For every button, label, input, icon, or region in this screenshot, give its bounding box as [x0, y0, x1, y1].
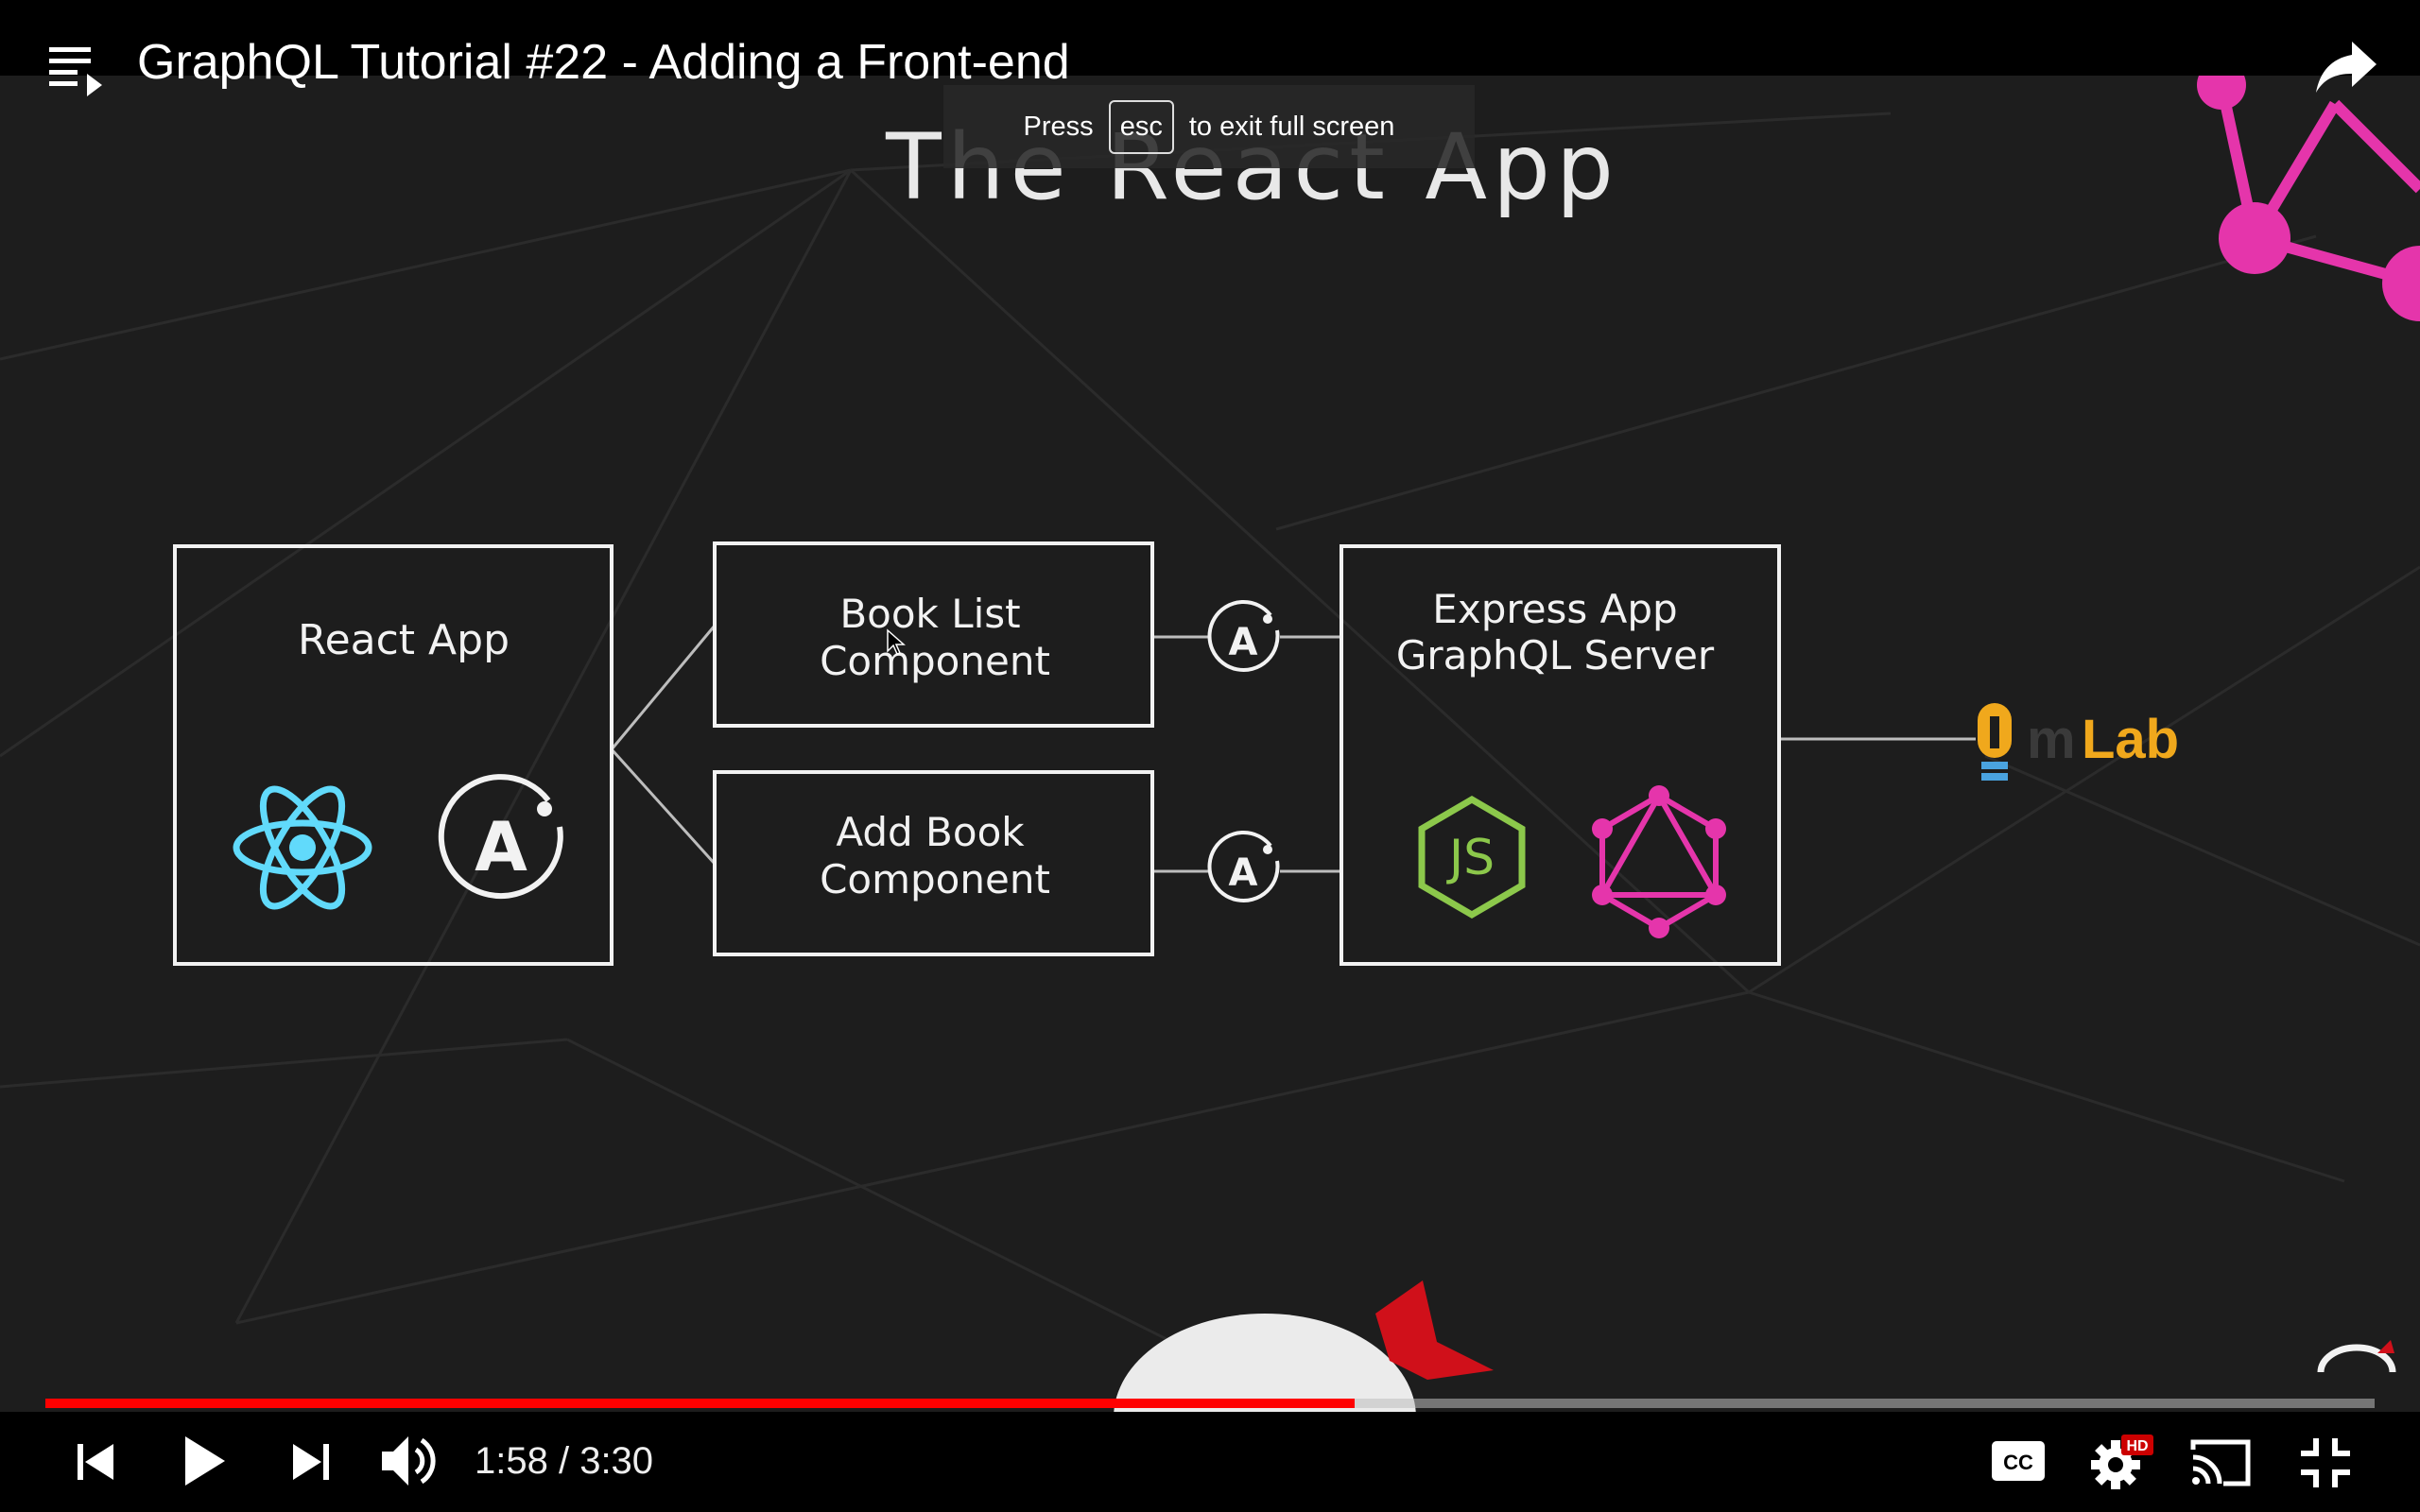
- add-book-line1: Add Book: [836, 809, 1025, 855]
- mlab-bulb-icon: [1978, 703, 2012, 781]
- exit-fullscreen-icon[interactable]: [2299, 1436, 2352, 1489]
- book-list-line2: Component: [820, 638, 1050, 684]
- book-list-line1: Book List: [839, 591, 1020, 637]
- apollo-node-bottom-icon: A: [1207, 831, 1280, 902]
- apollo-icon: A: [438, 774, 563, 900]
- corner-decoration: [2197, 60, 2420, 321]
- apollo-node-top-letter: A: [1229, 621, 1258, 664]
- next-icon[interactable]: [289, 1440, 333, 1484]
- mlab-suffix: Lab: [2082, 709, 2179, 770]
- control-bar: [0, 1412, 2420, 1512]
- graphql-icon: [1592, 785, 1726, 938]
- express-line2: GraphQL Server: [1396, 632, 1715, 679]
- react-app-label: React App: [298, 616, 510, 664]
- react-app-box: React App A: [173, 544, 614, 966]
- book-list-component-box: Book List Component: [713, 541, 1154, 728]
- volume-icon[interactable]: [380, 1433, 442, 1489]
- apollo-node-top-icon: A: [1207, 600, 1280, 672]
- time-display: 1:58 / 3:30: [475, 1440, 654, 1482]
- svg-text:CC: CC: [2003, 1451, 2033, 1474]
- share-icon[interactable]: [2314, 36, 2378, 100]
- express-line1: Express App: [1432, 586, 1677, 632]
- esc-key: esc: [1108, 99, 1174, 154]
- nodejs-icon: JS: [1418, 795, 1526, 919]
- play-icon[interactable]: [182, 1435, 229, 1487]
- notice-suffix: to exit full screen: [1188, 111, 1395, 142]
- previous-icon[interactable]: [74, 1440, 117, 1484]
- channel-watermark-icon: [2317, 1340, 2396, 1373]
- captions-icon[interactable]: CC: [1991, 1440, 2046, 1482]
- mlab-prefix: m: [2027, 709, 2076, 770]
- express-graphql-server-box: Express App GraphQL Server JS: [1340, 544, 1781, 966]
- mlab-logo: m Lab: [1978, 703, 2179, 781]
- progress-bar[interactable]: [45, 1399, 2375, 1408]
- top-bar: GraphQL Tutorial #22 - Adding a Front-en…: [0, 0, 2420, 96]
- hd-badge: HD: [2126, 1438, 2148, 1454]
- playlist-icon[interactable]: [49, 45, 102, 98]
- progress-played: [45, 1399, 1355, 1408]
- connectors: [610, 625, 1976, 873]
- video-title[interactable]: GraphQL Tutorial #22 - Adding a Front-en…: [137, 35, 1070, 90]
- fullscreen-exit-notice: Press esc to exit full screen: [943, 85, 1475, 168]
- apollo-letter: A: [475, 807, 527, 886]
- add-book-line2: Component: [820, 856, 1050, 902]
- apollo-node-bottom-letter: A: [1229, 851, 1258, 895]
- mouse-cursor-icon: [887, 628, 906, 655]
- cast-icon[interactable]: [2189, 1436, 2252, 1489]
- nodejs-label: JS: [1446, 830, 1495, 886]
- react-icon: [233, 785, 372, 910]
- notice-press: Press: [1023, 111, 1094, 142]
- add-book-component-box: Add Book Component: [713, 770, 1154, 956]
- settings-icon[interactable]: HD: [2089, 1433, 2155, 1493]
